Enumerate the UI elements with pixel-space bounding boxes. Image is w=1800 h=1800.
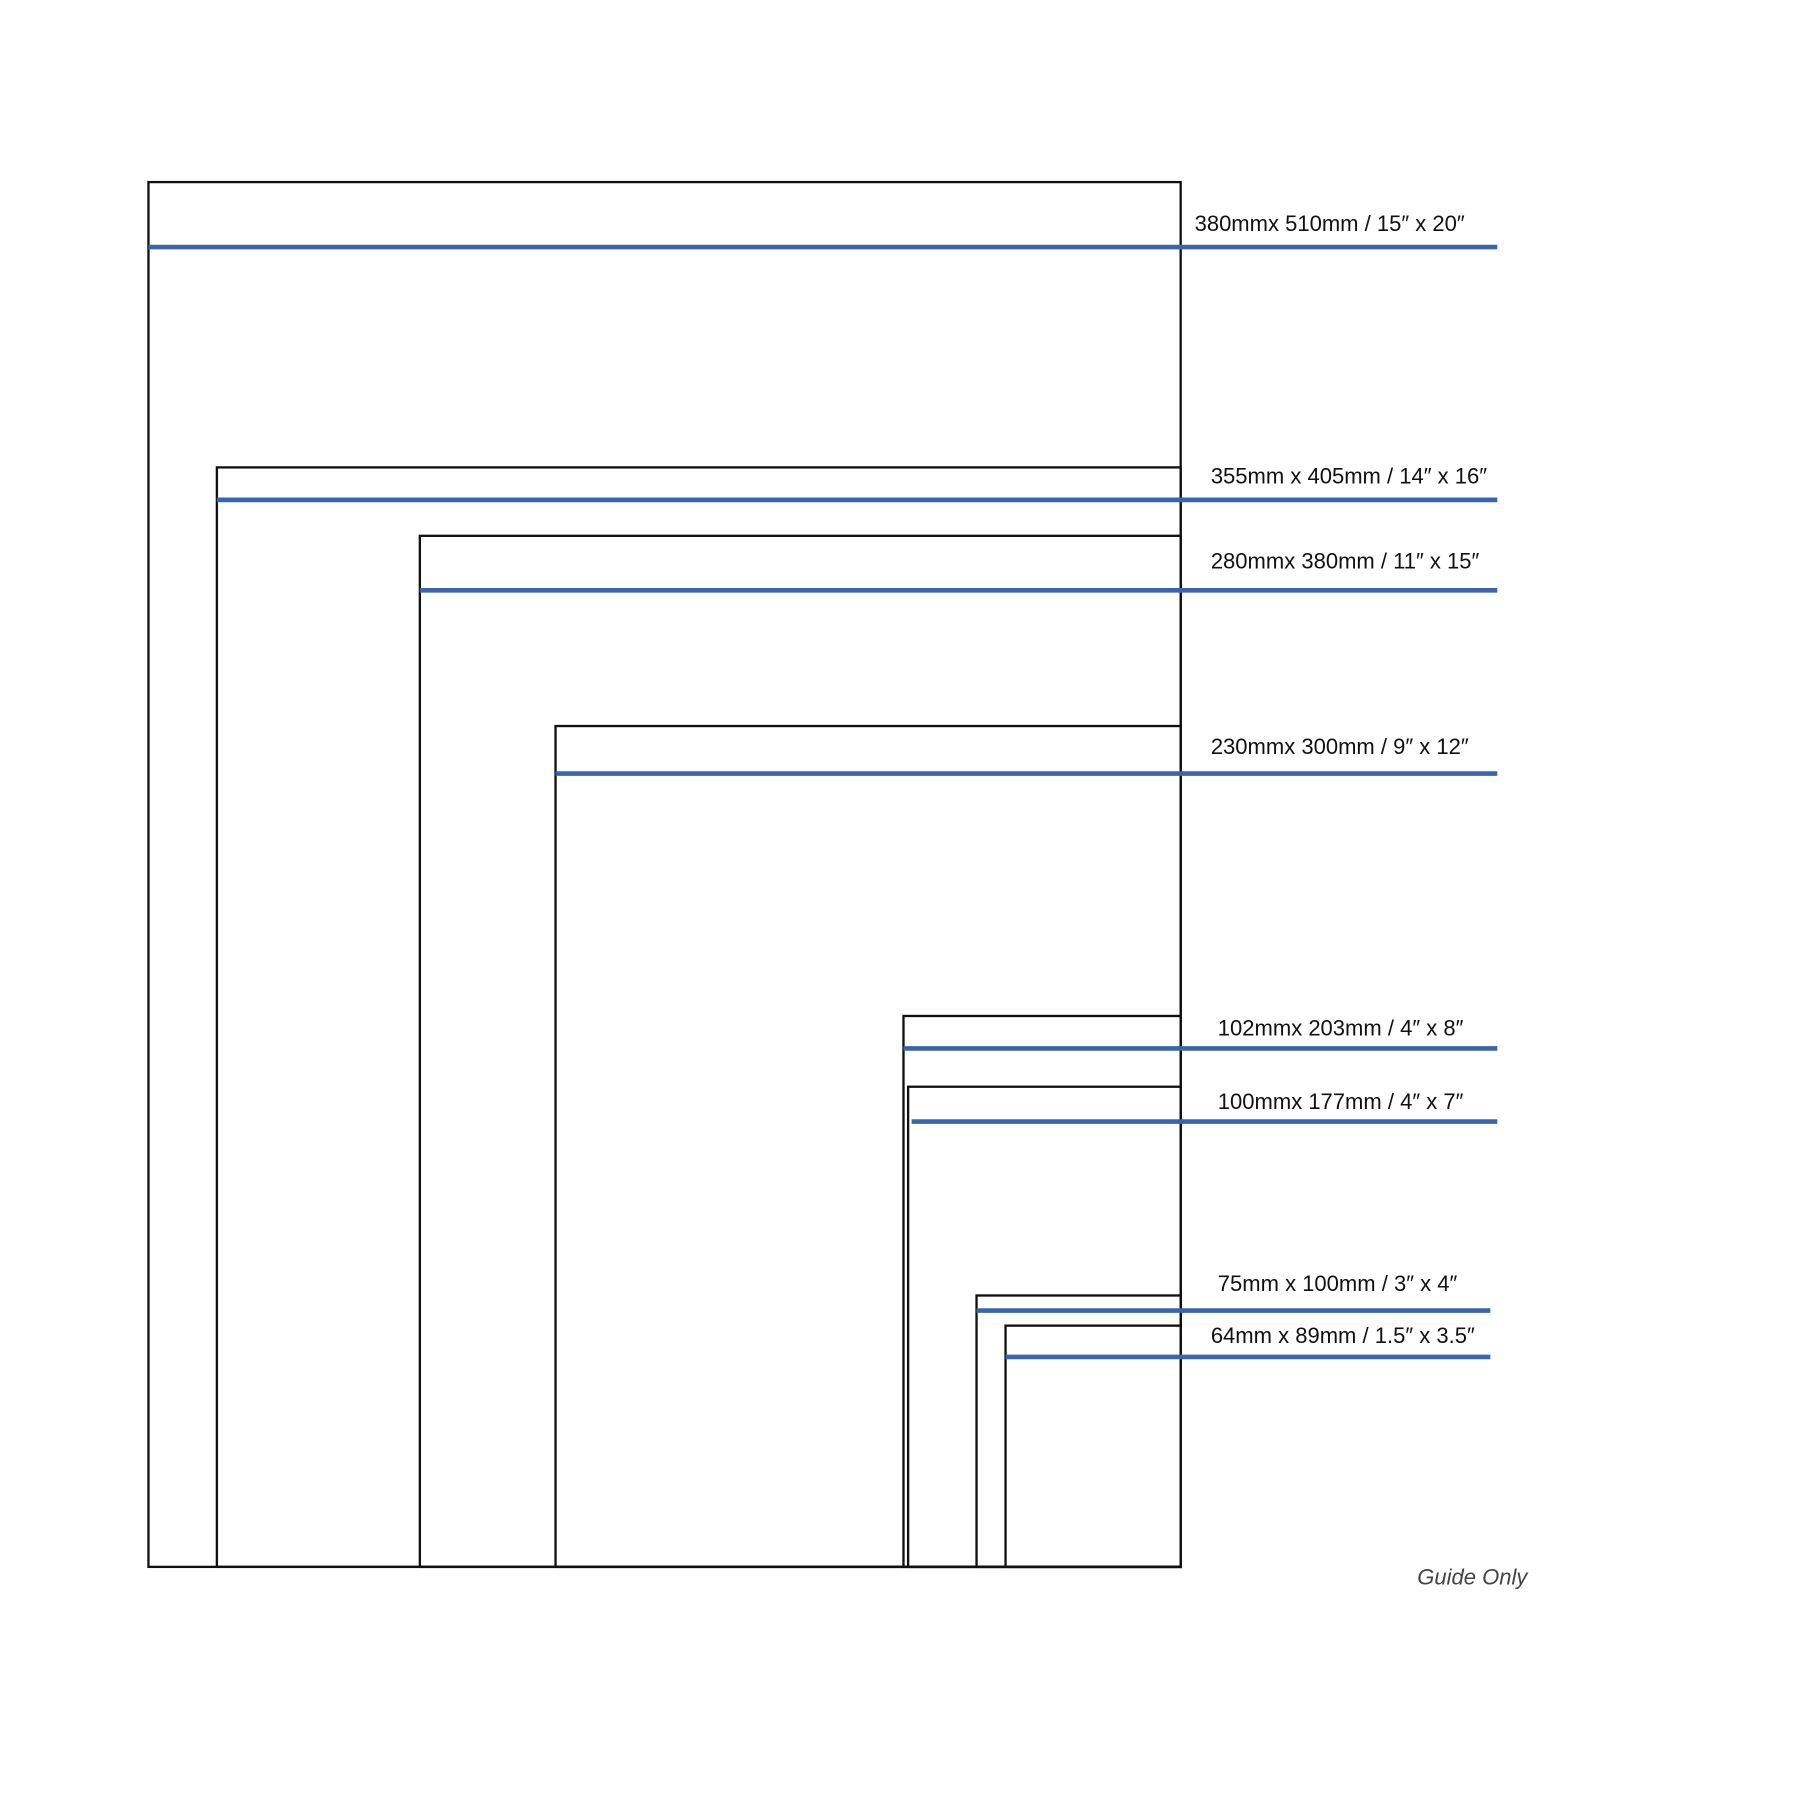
size-outline-rect — [902, 1014, 1182, 1569]
size-outline-rect — [975, 1294, 1182, 1569]
size-outline-rect — [554, 724, 1182, 1569]
size-label: 100mmx 177mm / 4″ x 7″ — [1218, 1089, 1464, 1114]
size-label: 280mmx 380mm / 11″ x 15″ — [1211, 548, 1480, 573]
size-outline-rect — [906, 1085, 1182, 1569]
size-label: 64mm x 89mm / 1.5″ x 3.5″ — [1211, 1323, 1475, 1348]
size-label: 380mmx 510mm / 15″ x 20″ — [1195, 211, 1465, 236]
guide-only-note: Guide Only — [1417, 1564, 1529, 1589]
size-outline-rect — [418, 534, 1182, 1569]
size-label: 355mm x 405mm / 14″ x 16″ — [1211, 464, 1487, 489]
size-outline-rect — [1004, 1324, 1182, 1569]
size-label: 75mm x 100mm / 3″ x 4″ — [1218, 1271, 1458, 1296]
size-label: 230mmx 300mm / 9″ x 12″ — [1211, 734, 1469, 759]
size-outline-rect — [215, 466, 1182, 1569]
size-label: 102mmx 203mm / 4″ x 8″ — [1218, 1016, 1464, 1041]
